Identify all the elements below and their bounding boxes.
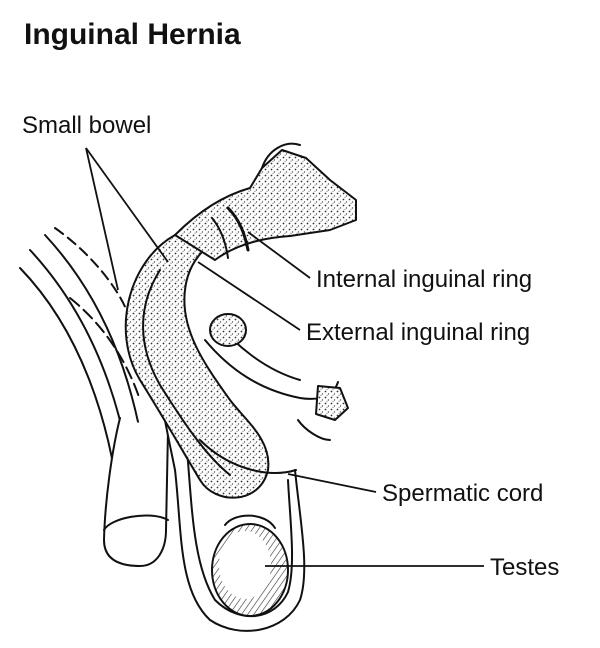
abdominal-wall-line-1 — [19, 267, 121, 511]
penis-glans-line — [103, 514, 169, 531]
label-testes: Testes — [490, 554, 560, 581]
symphysis-line — [297, 419, 331, 441]
abdominal-wall-dashed-2 — [69, 297, 141, 401]
pubic-bone-section — [209, 313, 247, 347]
bowel-upper-segment — [174, 149, 357, 261]
internal-ring-band-2 — [211, 217, 229, 259]
leader-external-ring — [197, 261, 301, 331]
label-internal-inguinal-ring: Internal inguinal ring — [316, 266, 533, 293]
internal-ring-band — [226, 206, 250, 252]
epididymis-line — [224, 514, 276, 529]
label-small-bowel: Small bowel — [22, 112, 152, 139]
penis-shaft — [103, 417, 169, 567]
bowel-upper-edge — [261, 142, 301, 169]
leader-spermatic-cord — [287, 473, 377, 493]
label-spermatic-cord: Spermatic cord — [382, 480, 544, 507]
leader-internal-ring — [247, 231, 311, 279]
small-bowel-fold — [142, 269, 231, 476]
leader-small-bowel-2 — [85, 147, 169, 263]
spermatic-cord — [199, 439, 297, 474]
leader-small-bowel-1 — [85, 147, 119, 291]
small-bowel-loop — [124, 234, 270, 499]
leader-lines — [85, 147, 484, 567]
diagram-title: Inguinal Hernia — [24, 18, 241, 51]
abdominal-wall-dashed — [54, 227, 131, 321]
label-external-inguinal-ring: External inguinal ring — [306, 319, 531, 346]
pubic-bone-cut — [315, 385, 349, 421]
